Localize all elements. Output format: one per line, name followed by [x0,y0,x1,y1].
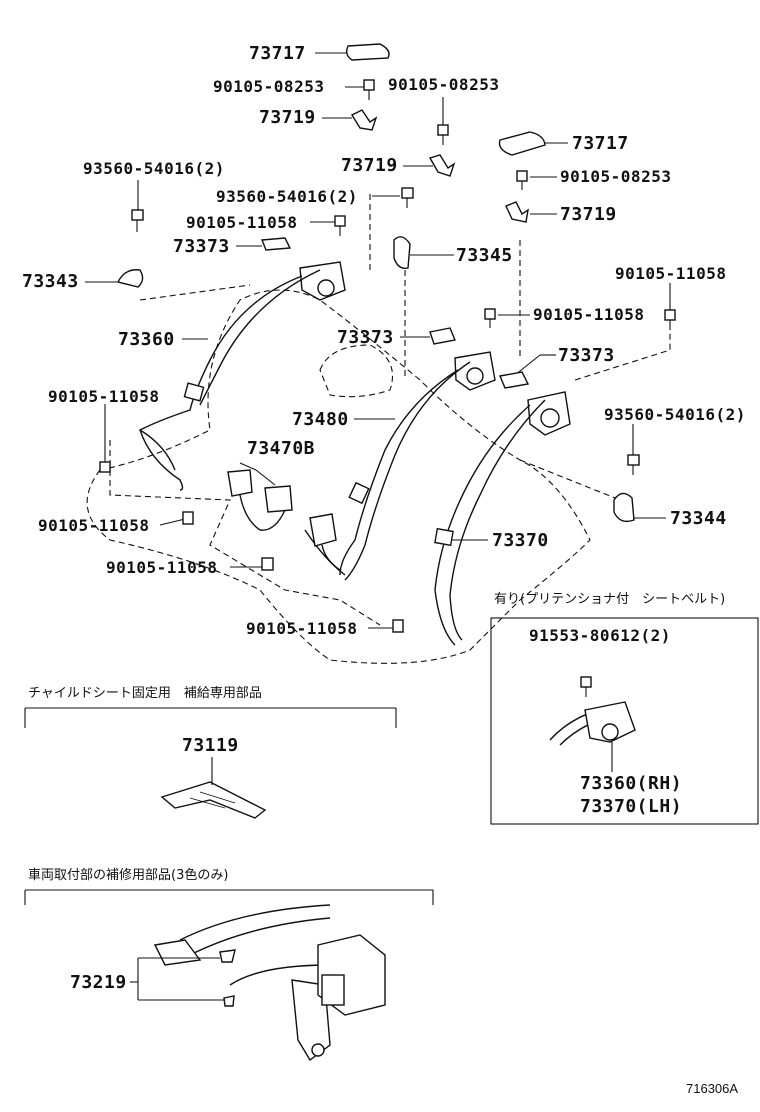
part-label: 73360(RH) [580,773,683,794]
part-label: 90105-08253 [213,77,325,96]
child-seat-note: チャイルドシート固定用 補給専用部品 [28,686,262,701]
part-label: 73219 [70,972,127,993]
part-label: 90105-11058 [615,264,727,283]
anchor-73343 [116,269,144,288]
cover-73717-b [498,131,546,156]
pretensioner-note: 有り(プリテンショナ付 シートベルト) [494,592,726,607]
part-label: 90105-11058 [106,558,218,577]
bolt-icons [99,79,676,697]
part-label: 73719 [560,204,617,225]
pretensioner-retractor [549,701,636,746]
buckle-73470b [227,469,341,571]
part-label: 73370 [492,530,549,551]
pretensioner-box [490,617,759,825]
part-label: 93560-54016(2) [216,187,358,206]
part-label: 73119 [182,735,239,756]
anchor-73344 [613,492,635,523]
part-label: 90105-11058 [246,619,358,638]
diagram-reference: 716306A [686,1081,739,1096]
part-label: 90105-08253 [388,75,500,94]
part-label: 73373 [337,327,394,348]
part-label: 90105-11058 [186,213,298,232]
belt-73480 [339,369,459,576]
part-label: 73373 [558,345,615,366]
part-label: 91553-80612(2) [529,626,671,645]
part-label: 90105-11058 [48,387,160,406]
part-label: 73480 [292,409,349,430]
bracket-73119 [160,781,267,819]
part-label: 73717 [249,43,306,64]
part-label: 90105-08253 [560,167,672,186]
anchor-mount-73219 [153,904,386,1062]
seat-outline [86,289,591,664]
part-label: 73719 [259,107,316,128]
belt-73360 [139,275,303,491]
retractor-right [527,391,571,436]
retractor-left [299,261,346,301]
vehicle-mount-note: 車両取付部の補修用部品(3色のみ) [28,868,229,883]
part-label: 73345 [456,245,513,266]
part-label: 73360 [118,329,175,350]
part-label: 73719 [341,155,398,176]
part-label: 93560-54016(2) [83,159,225,178]
part-label: 73470B [247,438,316,459]
part-label: 90105-11058 [38,516,150,535]
part-label: 73343 [22,271,79,292]
part-label: 90105-11058 [533,305,645,324]
part-label: 73370(LH) [580,796,683,817]
cover-73717-a [345,43,390,61]
part-label: 73373 [173,236,230,257]
part-label: 93560-54016(2) [604,405,746,424]
anchor-73345 [393,236,411,269]
part-label: 73717 [572,133,629,154]
part-label: 73344 [670,508,727,529]
retractor-center [454,351,496,391]
belt-73370 [434,404,531,646]
